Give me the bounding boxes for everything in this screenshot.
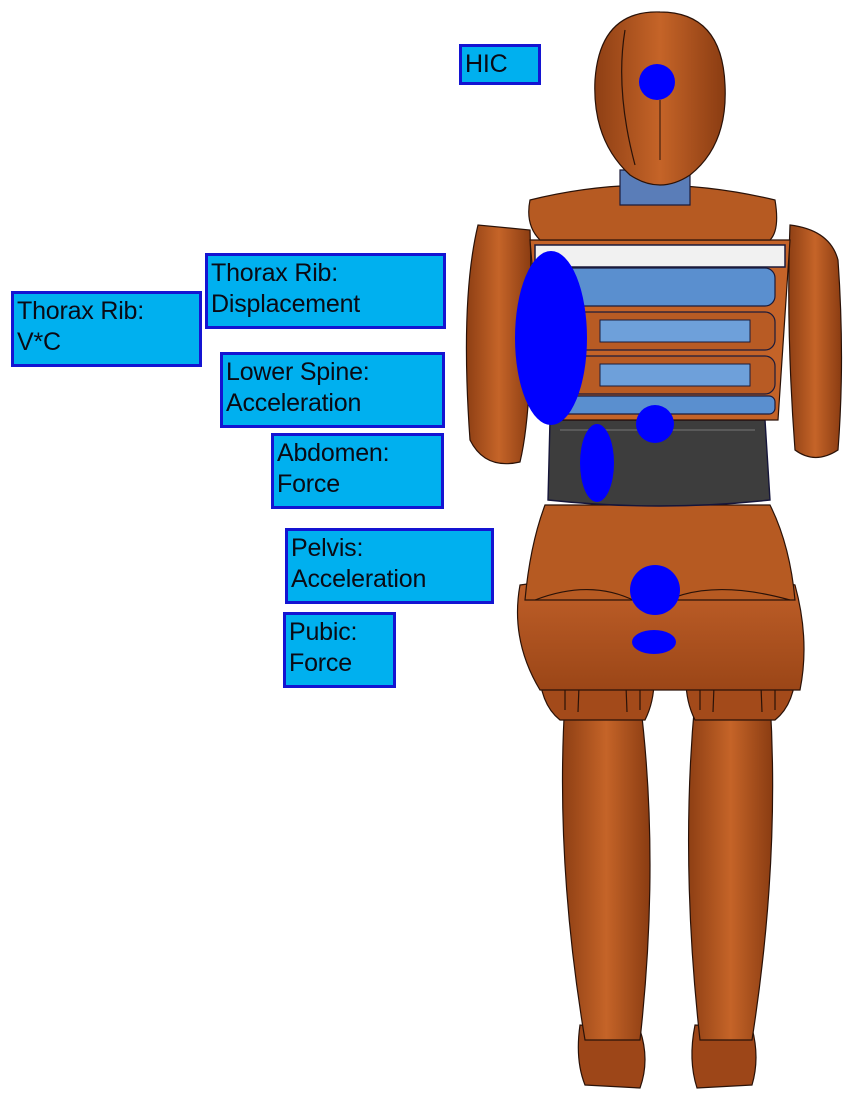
rib-cage xyxy=(555,268,775,414)
thorax-rib-vc-label: Thorax Rib: V*C xyxy=(11,291,202,367)
right-lower-leg xyxy=(689,700,773,1040)
abdomen-label-line2: Force xyxy=(277,469,437,500)
lower-spine-sensor-marker xyxy=(636,405,674,443)
abdomen-force-label: Abdomen: Force xyxy=(271,433,444,509)
pubic-label-line2: Force xyxy=(289,648,389,679)
abdomen-label-line1: Abdomen: xyxy=(277,438,437,469)
thorax-rib-displacement-label-line2: Displacement xyxy=(211,289,439,320)
thorax-rib-displacement-label: Thorax Rib: Displacement xyxy=(205,253,446,329)
hic-label-line1: HIC xyxy=(465,49,534,80)
pelvis-label-line2: Acceleration xyxy=(291,564,487,595)
head-sensor-marker xyxy=(639,64,675,100)
lower-spine-acceleration-label: Lower Spine: Acceleration xyxy=(220,352,445,428)
pelvis-label-line1: Pelvis: xyxy=(291,533,487,564)
pubic-label-line1: Pubic: xyxy=(289,617,389,648)
left-lower-leg xyxy=(563,700,651,1040)
thorax-rib-vc-label-line1: Thorax Rib: xyxy=(17,296,195,327)
hic-label: HIC xyxy=(459,44,541,85)
pelvis-sensor-marker xyxy=(630,565,680,615)
thorax-rib-displacement-label-line1: Thorax Rib: xyxy=(211,258,439,289)
lower-spine-label-line1: Lower Spine: xyxy=(226,357,438,388)
right-arm xyxy=(789,225,842,458)
lower-spine-label-line2: Acceleration xyxy=(226,388,438,419)
abdomen-sensor-marker xyxy=(580,424,614,502)
pubic-sensor-marker xyxy=(632,630,676,654)
pubic-force-label: Pubic: Force xyxy=(283,612,396,688)
thorax-rib-vc-label-line2: V*C xyxy=(17,327,195,358)
pelvis-acceleration-label: Pelvis: Acceleration xyxy=(285,528,494,604)
thorax-rib-sensor-marker xyxy=(515,251,587,425)
